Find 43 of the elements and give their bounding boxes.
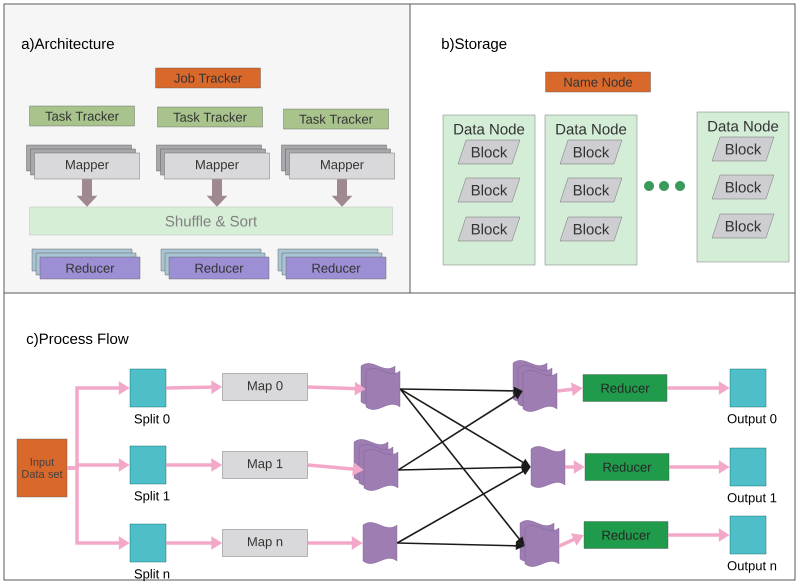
map-box: Map 1	[222, 451, 308, 479]
node-caption: Output n	[728, 561, 776, 573]
block-parallelogram: Block	[560, 140, 622, 164]
node-caption: Output 0	[728, 414, 776, 426]
node-caption: Output 1	[728, 493, 776, 505]
input-box: Input Data set	[16, 438, 68, 498]
map-box: Map n	[222, 529, 308, 557]
mapper-box: Mapper	[281, 144, 395, 180]
block-parallelogram: Block	[458, 216, 520, 242]
document-stack	[530, 446, 566, 488]
reducer-box: Reducer	[584, 453, 670, 481]
document-stack	[520, 520, 560, 567]
mapper-box: Mapper	[26, 144, 140, 180]
tracker-box: Task Tracker	[157, 106, 263, 128]
block-parallelogram: Block	[458, 140, 520, 164]
map-box: Map 0	[222, 373, 308, 401]
panel-title: a)Architecture	[22, 38, 114, 52]
node-caption: Split 1	[134, 490, 170, 504]
tracker-box: Task Tracker	[29, 106, 135, 126]
reducer-box: Reducer	[584, 521, 668, 549]
block-parallelogram: Block	[560, 216, 622, 242]
document-stack	[362, 522, 398, 564]
node-caption: Split 0	[134, 414, 170, 426]
tracker-box: Name Node	[545, 72, 651, 92]
panel-title: b)Storage	[442, 38, 506, 52]
panel-title: c)Process Flow	[26, 333, 129, 347]
tracker-box: Job Tracker	[155, 68, 261, 88]
block-parallelogram: Block	[712, 214, 774, 238]
block-parallelogram: Block	[712, 174, 774, 200]
node-caption: Split n	[134, 568, 170, 582]
document-stack	[512, 360, 558, 412]
tracker-box: Task Tracker	[283, 108, 389, 130]
block-parallelogram: Block	[458, 178, 520, 202]
document-stack	[354, 439, 398, 491]
reducer-box: Reducer	[32, 248, 140, 280]
reducer-box: Reducer	[278, 248, 386, 280]
mapper-box: Mapper	[156, 144, 270, 180]
document-stack	[360, 363, 400, 410]
block-parallelogram: Block	[560, 178, 622, 202]
shuffle-bar: Shuffle & Sort	[29, 206, 393, 236]
block-parallelogram: Block	[712, 136, 774, 162]
reducer-box: Reducer	[582, 374, 668, 402]
reducer-box: Reducer	[160, 248, 270, 280]
